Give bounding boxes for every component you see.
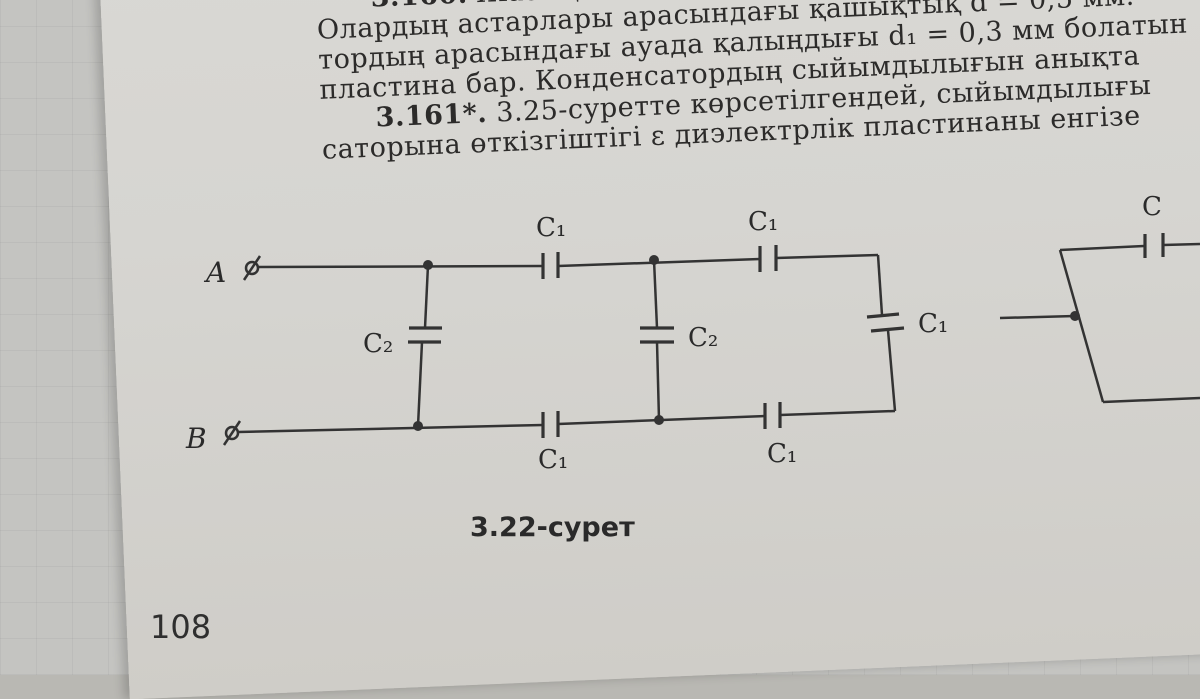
- capacitor-left-vertical: [408, 326, 442, 344]
- circuit-diagram: A B C₁ C₁ C₂ C₂ C₁ C₁ C₁ C: [185, 192, 1200, 475]
- label-top-left-cap: C₁: [536, 213, 566, 243]
- wire-left-vertical-top: [423, 264, 430, 329]
- terminal-a-circle: [244, 260, 260, 276]
- label-next-figure-cap: C: [1142, 192, 1162, 222]
- next-fig-wire: [1059, 244, 1146, 252]
- wire-bottom-right: [779, 409, 896, 417]
- terminal-a-label: A: [203, 256, 226, 289]
- label-left-vertical-cap: C₂: [363, 329, 393, 359]
- label-bottom-left-cap: C₁: [538, 445, 568, 475]
- junction-dot: [423, 260, 433, 270]
- label-right-vertical-cap: C₁: [918, 309, 948, 339]
- next-fig-wire: [1102, 396, 1200, 404]
- wire-right-vertical-top: [876, 254, 884, 316]
- capacitor-bottom-left: [541, 411, 560, 438]
- wire-top-mid: [557, 257, 761, 268]
- label-middle-vertical-cap: C₂: [688, 323, 718, 353]
- wire-top-right: [775, 253, 879, 260]
- junction-dot: [413, 421, 423, 431]
- terminal-b-label: B: [185, 422, 207, 455]
- label-bottom-right-cap: C₁: [767, 439, 797, 469]
- capacitor-top-right: [758, 245, 778, 272]
- wire-left-vertical-bottom: [416, 341, 424, 427]
- terminal-b-circle: [224, 425, 240, 441]
- junction-dot: [1070, 311, 1080, 321]
- label-top-right-cap: C₁: [748, 207, 778, 237]
- capacitor-next-figure: [1143, 233, 1165, 258]
- junction-dot: [654, 415, 664, 425]
- wire-top-left: [257, 264, 544, 269]
- capacitor-bottom-right: [763, 402, 782, 429]
- next-fig-wire: [999, 314, 1076, 320]
- wire-middle-vertical-bottom: [655, 341, 661, 421]
- wire-middle-vertical-top: [652, 259, 659, 329]
- capacitor-top-left: [541, 252, 560, 279]
- junction-dot: [649, 255, 659, 265]
- wire-bottom-left: [237, 423, 544, 434]
- next-fig-wire: [1058, 249, 1105, 403]
- wire-right-vertical-bottom: [886, 329, 897, 412]
- capacitor-right-vertical: [866, 312, 905, 333]
- capacitor-middle-vertical: [640, 326, 674, 344]
- next-fig-wire: [1162, 242, 1200, 247]
- figure-caption: 3.22-сурет: [470, 512, 635, 543]
- page-number: 108: [150, 608, 212, 646]
